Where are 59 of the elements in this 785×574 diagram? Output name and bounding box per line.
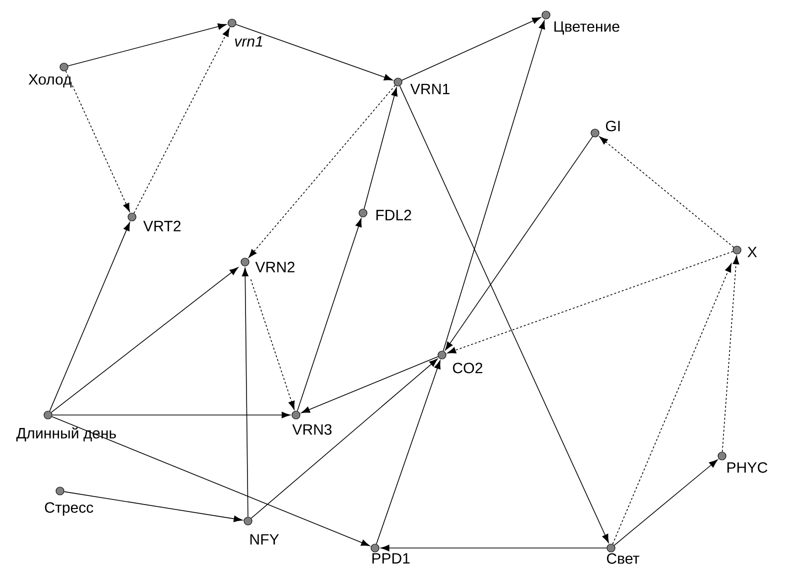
arrow bbox=[614, 459, 718, 546]
gene-node: FDL2 bbox=[358, 208, 412, 220]
gene-node: Стресс bbox=[44, 486, 94, 516]
arrow bbox=[242, 268, 248, 518]
arrow bbox=[250, 358, 438, 519]
arrow bbox=[376, 360, 441, 544]
dotted-arrow bbox=[134, 28, 230, 214]
node-label: VRN2 bbox=[255, 262, 294, 272]
node-label: GI bbox=[606, 120, 620, 132]
gene-node: VRN3 bbox=[292, 410, 332, 435]
dotted-arrow bbox=[612, 263, 732, 544]
node-label: Цветение bbox=[554, 21, 620, 35]
node-label: FDL2 bbox=[376, 210, 412, 220]
gene-node: VRT2 bbox=[128, 212, 181, 232]
gene-node: X bbox=[732, 246, 757, 258]
arrow bbox=[52, 412, 290, 418]
gene-node: VRN2 bbox=[240, 258, 294, 272]
arrow bbox=[364, 87, 398, 210]
arrow bbox=[296, 218, 362, 412]
node-label: CO2 bbox=[452, 362, 482, 374]
arrow bbox=[402, 17, 541, 81]
arrow bbox=[68, 23, 227, 66]
arrow bbox=[380, 544, 608, 552]
node-label: Холод bbox=[28, 74, 72, 88]
gene-node: Холод bbox=[28, 62, 72, 88]
node-label: VRN3 bbox=[292, 424, 332, 435]
arrow bbox=[51, 267, 238, 413]
dotted-arrow bbox=[65, 70, 130, 212]
gene-node: vrn1 bbox=[228, 18, 262, 47]
arrow bbox=[49, 222, 130, 412]
arrow bbox=[445, 136, 593, 350]
gene-node: PHYC bbox=[718, 452, 768, 473]
node-label: Стресс bbox=[44, 502, 94, 516]
gene-node: VRN1 bbox=[394, 78, 450, 94]
gene-node: GI bbox=[590, 120, 620, 138]
arrow bbox=[236, 24, 393, 80]
arrow bbox=[52, 416, 370, 546]
arrow bbox=[399, 86, 609, 543]
gene-node: Цветение bbox=[542, 10, 620, 35]
dotted-arrow bbox=[722, 256, 740, 452]
dotted-arrow bbox=[250, 278, 295, 410]
arrow bbox=[301, 356, 438, 414]
node-label: X bbox=[748, 246, 757, 258]
node-label: vrn1 bbox=[235, 36, 262, 47]
dotted-arrow bbox=[248, 84, 396, 258]
dotted-arrow bbox=[447, 251, 734, 354]
node-label: PHYC bbox=[727, 462, 768, 473]
node-label: VRN1 bbox=[410, 84, 450, 94]
gene-node: PPD1 bbox=[370, 544, 410, 564]
arrow bbox=[442, 20, 546, 352]
node-label: Свет bbox=[606, 553, 640, 564]
node-label: NFY bbox=[250, 534, 279, 545]
gene-node: CO2 bbox=[438, 350, 482, 374]
arrow bbox=[64, 491, 242, 522]
node-label: VRT2 bbox=[143, 220, 181, 232]
dotted-arrow bbox=[599, 136, 734, 248]
gene-node: NFY bbox=[244, 516, 279, 545]
gene-node: Свет bbox=[606, 544, 640, 564]
node-label: PPD1 bbox=[372, 553, 410, 564]
